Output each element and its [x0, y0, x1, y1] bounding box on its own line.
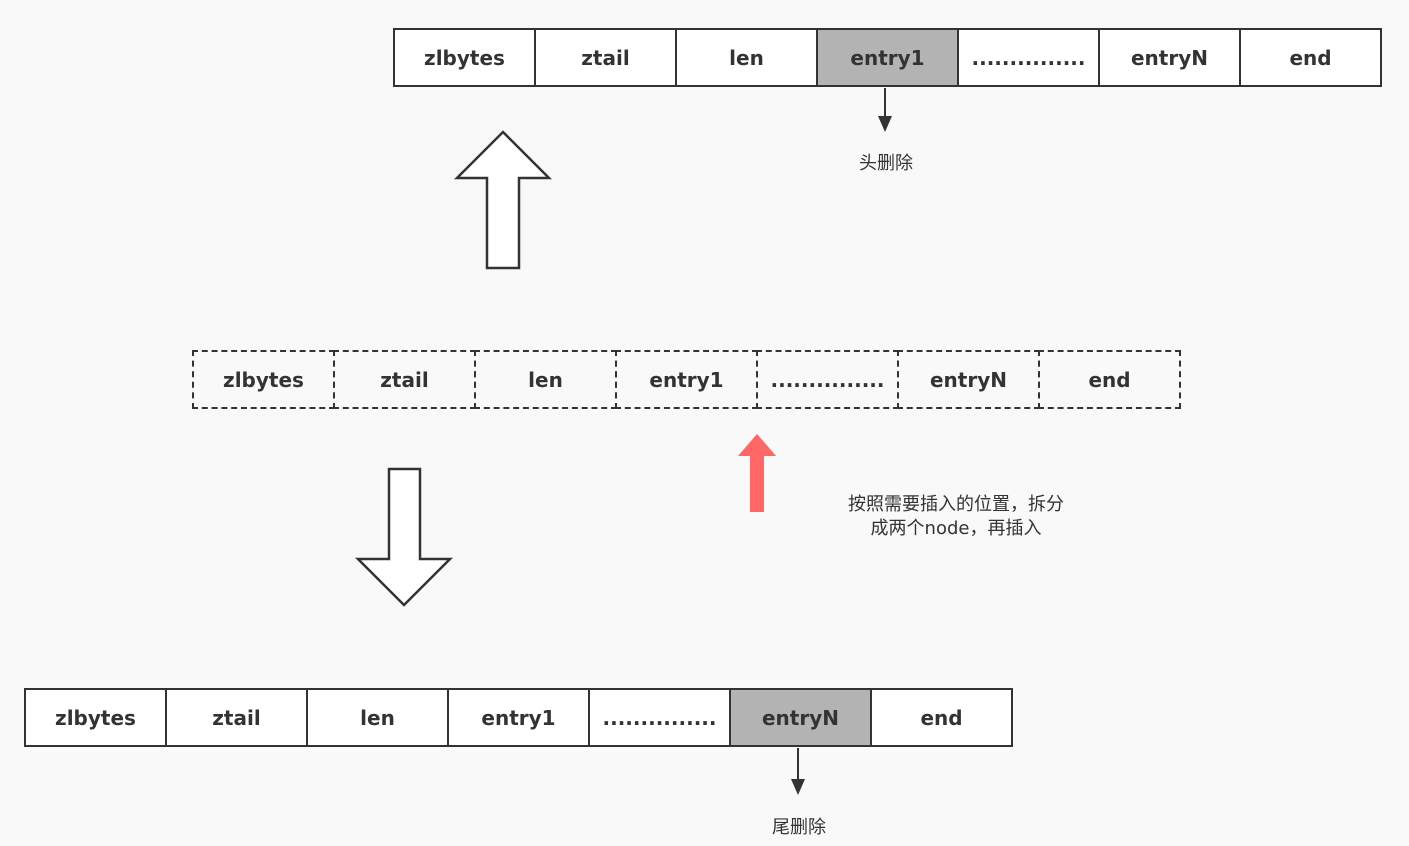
- head-delete-arrow-icon: [878, 88, 892, 132]
- cell-ellipsis: ...............: [756, 350, 899, 409]
- big-down-arrow-icon: [354, 467, 454, 607]
- ziplist-insert: zlbytes ztail len entry1 ...............…: [192, 350, 1181, 409]
- cell-ztail: ztail: [534, 28, 677, 87]
- tail-delete-arrow-icon: [791, 748, 805, 795]
- cell-zlbytes: zlbytes: [393, 28, 536, 87]
- cell-ellipsis: ...............: [588, 688, 731, 747]
- cell-len: len: [306, 688, 449, 747]
- cell-ellipsis: ...............: [957, 28, 1100, 87]
- head-delete-label: 头删除: [859, 153, 913, 174]
- cell-entry1: entry1: [447, 688, 590, 747]
- cell-entryN-highlighted: entryN: [729, 688, 872, 747]
- insert-note: 按照需要插入的位置，拆分 成两个node，再插入: [824, 493, 1088, 541]
- insert-note-line2: 成两个node，再插入: [870, 518, 1042, 539]
- cell-end: end: [870, 688, 1013, 747]
- big-up-arrow-icon: [453, 130, 553, 270]
- ziplist-head-delete: zlbytes ztail len entry1 ...............…: [393, 28, 1382, 87]
- cell-entry1-highlighted: entry1: [816, 28, 959, 87]
- insert-position-arrow-icon: [738, 434, 776, 512]
- cell-zlbytes: zlbytes: [24, 688, 167, 747]
- cell-entryN: entryN: [897, 350, 1040, 409]
- cell-zlbytes: zlbytes: [192, 350, 335, 409]
- cell-ztail: ztail: [165, 688, 308, 747]
- cell-entryN: entryN: [1098, 28, 1241, 87]
- cell-end: end: [1038, 350, 1181, 409]
- tail-delete-label: 尾删除: [772, 817, 826, 838]
- insert-note-line1: 按照需要插入的位置，拆分: [848, 494, 1064, 515]
- ziplist-tail-delete: zlbytes ztail len entry1 ...............…: [24, 688, 1013, 747]
- cell-end: end: [1239, 28, 1382, 87]
